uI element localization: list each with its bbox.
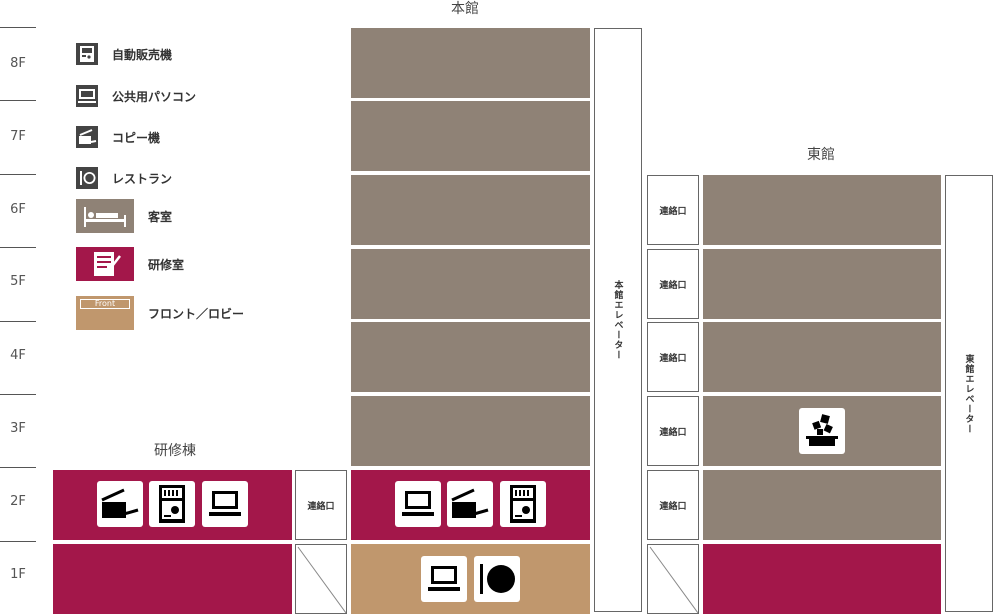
copier-icon <box>76 126 98 148</box>
floor-label-6f: 6F <box>10 202 26 217</box>
guest-room-icon <box>76 199 134 233</box>
legend-label: 客室 <box>148 209 173 224</box>
legend-label: コピー機 <box>112 130 161 145</box>
main-4f-guest-room[interactable] <box>351 322 590 392</box>
legend-label: 自動販売機 <box>112 47 173 62</box>
restaurant-icon <box>76 167 98 189</box>
floor-label-3f: 3F <box>10 421 26 436</box>
training-1f-training-room[interactable] <box>53 544 292 614</box>
vending-machine-icon <box>159 485 185 523</box>
east-6f-guest-room[interactable] <box>703 175 941 245</box>
legend-label: レストラン <box>112 171 173 186</box>
legend-item-guest-room: 客室 <box>76 199 244 233</box>
pc-tile <box>202 481 248 527</box>
pc-tile <box>421 556 467 602</box>
connector-6f[interactable]: 連絡口 <box>647 175 699 245</box>
floor-divider <box>0 467 36 468</box>
main-elevator-label: 本館エレベーター <box>612 280 623 360</box>
main-3f-guest-room[interactable] <box>351 396 590 466</box>
floor-label-2f: 2F <box>10 494 26 509</box>
main-5f-guest-room[interactable] <box>351 249 590 319</box>
connector-training-2f[interactable]: 連絡口 <box>295 470 347 540</box>
legend-item-vending: 自動販売機 <box>76 42 244 66</box>
legend-label: 公共用パソコン <box>112 89 197 104</box>
east-4f-guest-room[interactable] <box>703 322 941 392</box>
restaurant-icon <box>480 564 515 594</box>
main-6f-guest-room[interactable] <box>351 175 590 245</box>
copier-icon <box>451 488 489 518</box>
connector-4f[interactable]: 連絡口 <box>647 322 699 392</box>
floor-divider <box>0 100 36 101</box>
diagonal-slash-icon <box>649 546 698 613</box>
legend: 自動販売機 公共用パソコン コピー機 レストラン <box>76 42 244 330</box>
public-pc-icon <box>209 491 241 516</box>
east-3f-guest-room[interactable] <box>703 396 941 466</box>
east-2f-guest-room[interactable] <box>703 470 941 540</box>
legend-item-front-lobby: Front フロント／ロビー <box>76 296 244 330</box>
floor-divider <box>0 394 36 395</box>
floor-label-8f: 8F <box>10 56 26 71</box>
east-elevator-label: 東館エレベーター <box>963 353 974 434</box>
main-7f-guest-room[interactable] <box>351 101 590 171</box>
main-1f-front-lobby[interactable] <box>351 544 590 614</box>
floor-label-7f: 7F <box>10 129 26 144</box>
legend-item-restaurant: レストラン <box>76 166 244 190</box>
vending-tile <box>149 481 195 527</box>
public-bath-icon <box>806 414 838 446</box>
training-building-title: 研修棟 <box>154 443 196 459</box>
floor-divider <box>0 321 36 322</box>
east-5f-guest-room[interactable] <box>703 249 941 319</box>
legend-item-pc: 公共用パソコン <box>76 84 244 108</box>
floor-divider <box>0 541 36 542</box>
vending-machine-icon <box>510 485 536 523</box>
connector-2f[interactable]: 連絡口 <box>647 470 699 540</box>
floor-label-4f: 4F <box>10 348 26 363</box>
east-1f-training-room[interactable] <box>703 544 941 614</box>
legend-item-training-room: 研修室 <box>76 247 244 281</box>
connector-training-1f-none <box>295 544 347 614</box>
copier-tile <box>97 481 143 527</box>
training-room-icon <box>76 247 134 281</box>
legend-label: 研修室 <box>148 257 185 272</box>
connector-1f-none <box>647 544 699 614</box>
floor-label-1f: 1F <box>10 567 26 582</box>
diagonal-slash-icon <box>297 546 346 613</box>
east-building-title: 東館 <box>807 147 835 163</box>
restaurant-tile <box>474 556 520 602</box>
main-building-title: 本館 <box>451 1 479 17</box>
pc-tile <box>395 481 441 527</box>
connector-5f[interactable]: 連絡口 <box>647 249 699 319</box>
floor-divider <box>0 174 36 175</box>
floor-divider <box>0 247 36 248</box>
main-elevator[interactable]: 本館エレベーター <box>594 28 642 612</box>
vending-machine-icon <box>76 43 98 65</box>
main-2f-training-room[interactable] <box>351 470 590 540</box>
training-2f-training-room[interactable] <box>53 470 292 540</box>
bath-tile <box>799 408 845 454</box>
main-8f-guest-room[interactable] <box>351 28 590 98</box>
public-pc-icon <box>76 85 98 107</box>
floor-divider <box>0 27 36 28</box>
front-swatch-label: Front <box>80 299 130 309</box>
legend-label: フロント／ロビー <box>148 306 245 321</box>
copier-tile <box>447 481 493 527</box>
east-elevator[interactable]: 東館エレベーター <box>945 175 993 612</box>
connector-3f[interactable]: 連絡口 <box>647 396 699 466</box>
legend-item-copier: コピー機 <box>76 125 244 149</box>
public-pc-icon <box>428 566 460 591</box>
floor-label-5f: 5F <box>10 274 26 289</box>
front-lobby-icon: Front <box>76 296 134 330</box>
public-pc-icon <box>402 491 434 516</box>
vending-tile <box>500 481 546 527</box>
copier-icon <box>101 488 139 518</box>
